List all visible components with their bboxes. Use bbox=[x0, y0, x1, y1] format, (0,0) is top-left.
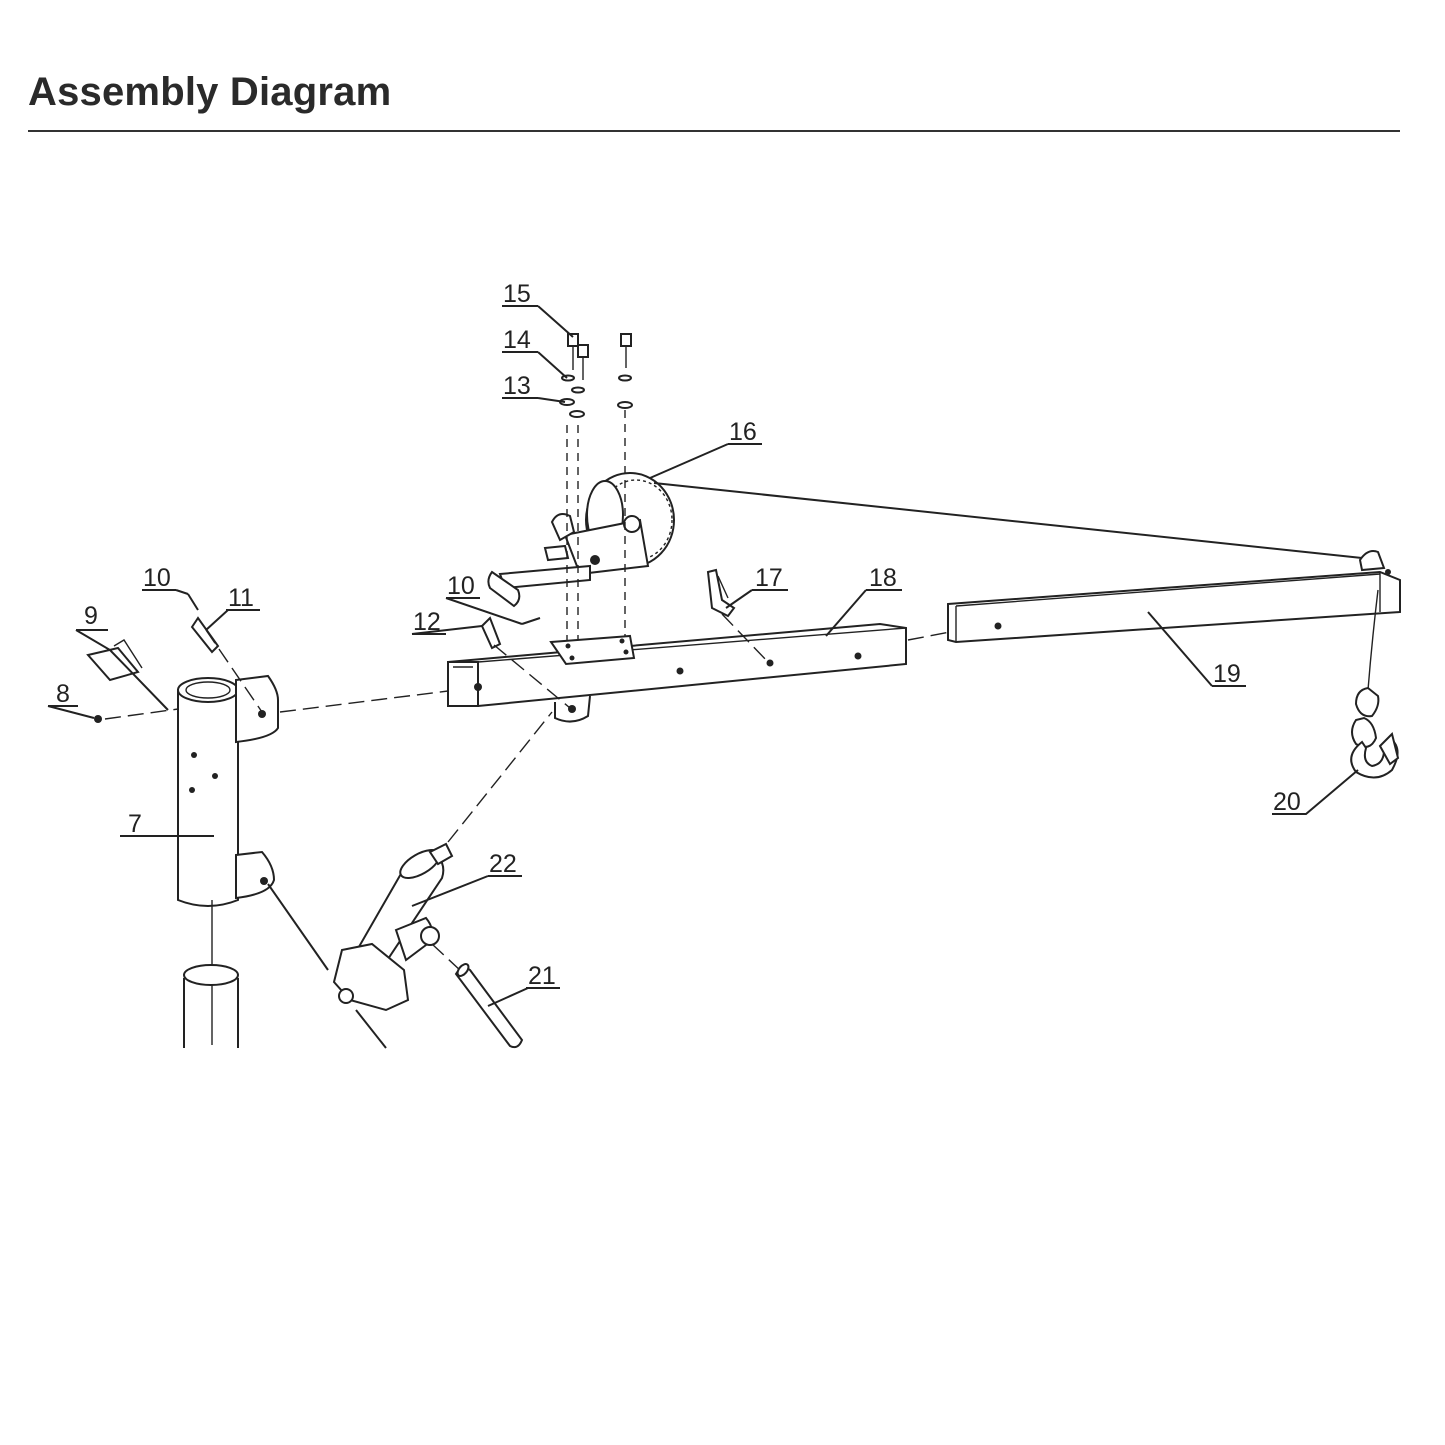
part-20-hook bbox=[1350, 686, 1400, 779]
svg-text:19: 19 bbox=[1213, 660, 1241, 688]
part-13-flat-washers bbox=[559, 398, 633, 418]
callout-8: 8 bbox=[48, 680, 78, 708]
svg-text:11: 11 bbox=[228, 584, 254, 612]
svg-text:13: 13 bbox=[503, 372, 531, 400]
part-15-bolts bbox=[567, 333, 632, 380]
svg-text:14: 14 bbox=[503, 326, 531, 354]
svg-text:20: 20 bbox=[1273, 788, 1301, 816]
svg-text:16: 16 bbox=[729, 418, 757, 446]
callout-16: 16 bbox=[728, 418, 762, 446]
part-17-latch bbox=[706, 568, 736, 618]
callout-12: 12 bbox=[412, 608, 446, 636]
svg-text:18: 18 bbox=[869, 564, 897, 592]
callout-19: 19 bbox=[1212, 660, 1246, 688]
callout-7: 7 bbox=[120, 810, 152, 838]
part-10-cotter bbox=[187, 593, 199, 611]
page-title: Assembly Diagram bbox=[28, 70, 392, 114]
callout-10-a: 10 bbox=[142, 564, 176, 592]
callout-20: 20 bbox=[1272, 788, 1306, 816]
svg-text:15: 15 bbox=[503, 280, 531, 308]
part-18-boom bbox=[447, 622, 907, 723]
part-11-pin bbox=[190, 616, 220, 654]
svg-text:10: 10 bbox=[447, 572, 475, 600]
callout-10-b: 10 bbox=[446, 572, 480, 600]
callout-14: 14 bbox=[502, 326, 538, 354]
svg-text:22: 22 bbox=[489, 850, 517, 878]
svg-text:9: 9 bbox=[84, 602, 98, 630]
callout-18: 18 bbox=[866, 564, 902, 592]
part-14-lock-washers bbox=[561, 374, 632, 394]
callout-11: 11 bbox=[226, 584, 260, 612]
svg-text:10: 10 bbox=[143, 564, 171, 592]
part-8-pin bbox=[94, 715, 102, 723]
part-19-boom-extension bbox=[947, 550, 1401, 644]
part-12-pin bbox=[480, 616, 502, 650]
svg-text:21: 21 bbox=[528, 962, 556, 990]
svg-text:17: 17 bbox=[755, 564, 783, 592]
title-rule bbox=[28, 130, 1400, 132]
callout-21: 21 bbox=[526, 962, 560, 990]
callout-17: 17 bbox=[752, 564, 788, 592]
svg-text:12: 12 bbox=[413, 608, 441, 636]
part-7-mast bbox=[177, 674, 279, 1048]
svg-text:7: 7 bbox=[128, 810, 142, 838]
part-21-handle bbox=[454, 963, 524, 1049]
part-22-hydraulic-cylinder bbox=[332, 842, 454, 1049]
callout-22: 22 bbox=[488, 850, 522, 878]
part-16-winch bbox=[487, 472, 1379, 691]
part-9-lock-pin bbox=[86, 639, 143, 682]
callout-9: 9 bbox=[76, 602, 108, 631]
callout-15: 15 bbox=[502, 280, 538, 308]
part-10-cotter-b bbox=[521, 617, 541, 625]
svg-text:8: 8 bbox=[56, 680, 70, 708]
callout-13: 13 bbox=[502, 372, 538, 400]
